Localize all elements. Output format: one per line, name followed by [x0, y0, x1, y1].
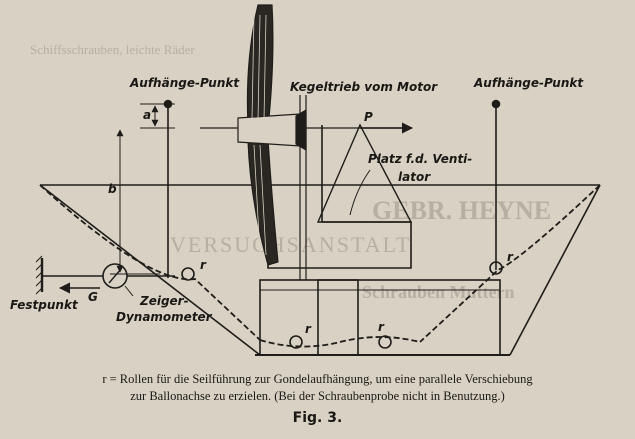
background-company-text: GEBR. HEYNE [372, 196, 552, 225]
caption-line-1: r = Rollen für die Seilführung zur Gonde… [102, 372, 533, 386]
label-fixed-point: Festpunkt [10, 298, 78, 312]
label-force-p: P [364, 110, 373, 124]
gondola-inner-box [317, 279, 359, 356]
label-dynamometer-2: Dynamometer [116, 310, 212, 324]
roller-bottom-right [378, 335, 392, 349]
dynamometer-needle [108, 268, 122, 284]
label-fan-place-1: Platz f.d. Venti- [368, 152, 473, 166]
figure-number: Fig. 3. [292, 410, 343, 426]
propeller [237, 4, 307, 266]
background-text-line: Schiffsschrauben, leichte Räder [30, 42, 195, 57]
roller-left [181, 267, 195, 281]
wall-hatch [35, 255, 43, 295]
propeller-hub [237, 113, 301, 147]
label-dynamometer-1: Zeiger- [140, 294, 189, 308]
caption-line-2: zur Ballonachse zu erzielen. (Bei der Sc… [130, 389, 505, 403]
roller-bottom-left [289, 335, 303, 349]
label-suspension-point-right: Aufhänge-Punkt [474, 76, 584, 90]
label-suspension-point-left: Aufhänge-Punkt [130, 76, 240, 90]
dynamometer-dial [102, 263, 128, 289]
label-dim-a: a [143, 108, 152, 122]
fan-support-frame [267, 125, 412, 269]
fan-triangle [316, 123, 413, 223]
suspension-point-right [491, 99, 501, 109]
background-banner-text: VERSUCHSANSTALT [170, 232, 412, 257]
label-roller-left: r [200, 258, 206, 272]
dynamometer-leader [124, 285, 134, 297]
label-roller-bottom-left: r [305, 322, 311, 336]
label-roller-bottom-right: r [378, 320, 384, 334]
background-product-text: Schrauben Muttern [362, 282, 515, 302]
cable-left [39, 184, 261, 341]
bevel-gear [295, 108, 307, 152]
cable-right [419, 184, 601, 343]
label-fan-place-2: lator [398, 170, 431, 184]
label-dim-b: b [108, 182, 117, 196]
leader-fan-place [349, 169, 371, 216]
suspension-point-left [163, 99, 173, 109]
label-force-g: G [88, 290, 98, 304]
right-diagonal-frame [509, 184, 601, 356]
left-diagonal-frame [39, 184, 261, 356]
gondola-frame [259, 279, 501, 356]
roller-right [489, 261, 503, 275]
propeller-blade-stripes [251, 14, 267, 256]
label-roller-right: r [507, 250, 513, 264]
label-bevel-gear: Kegeltrieb vom Motor [290, 80, 438, 94]
cable-bottom [259, 336, 421, 348]
